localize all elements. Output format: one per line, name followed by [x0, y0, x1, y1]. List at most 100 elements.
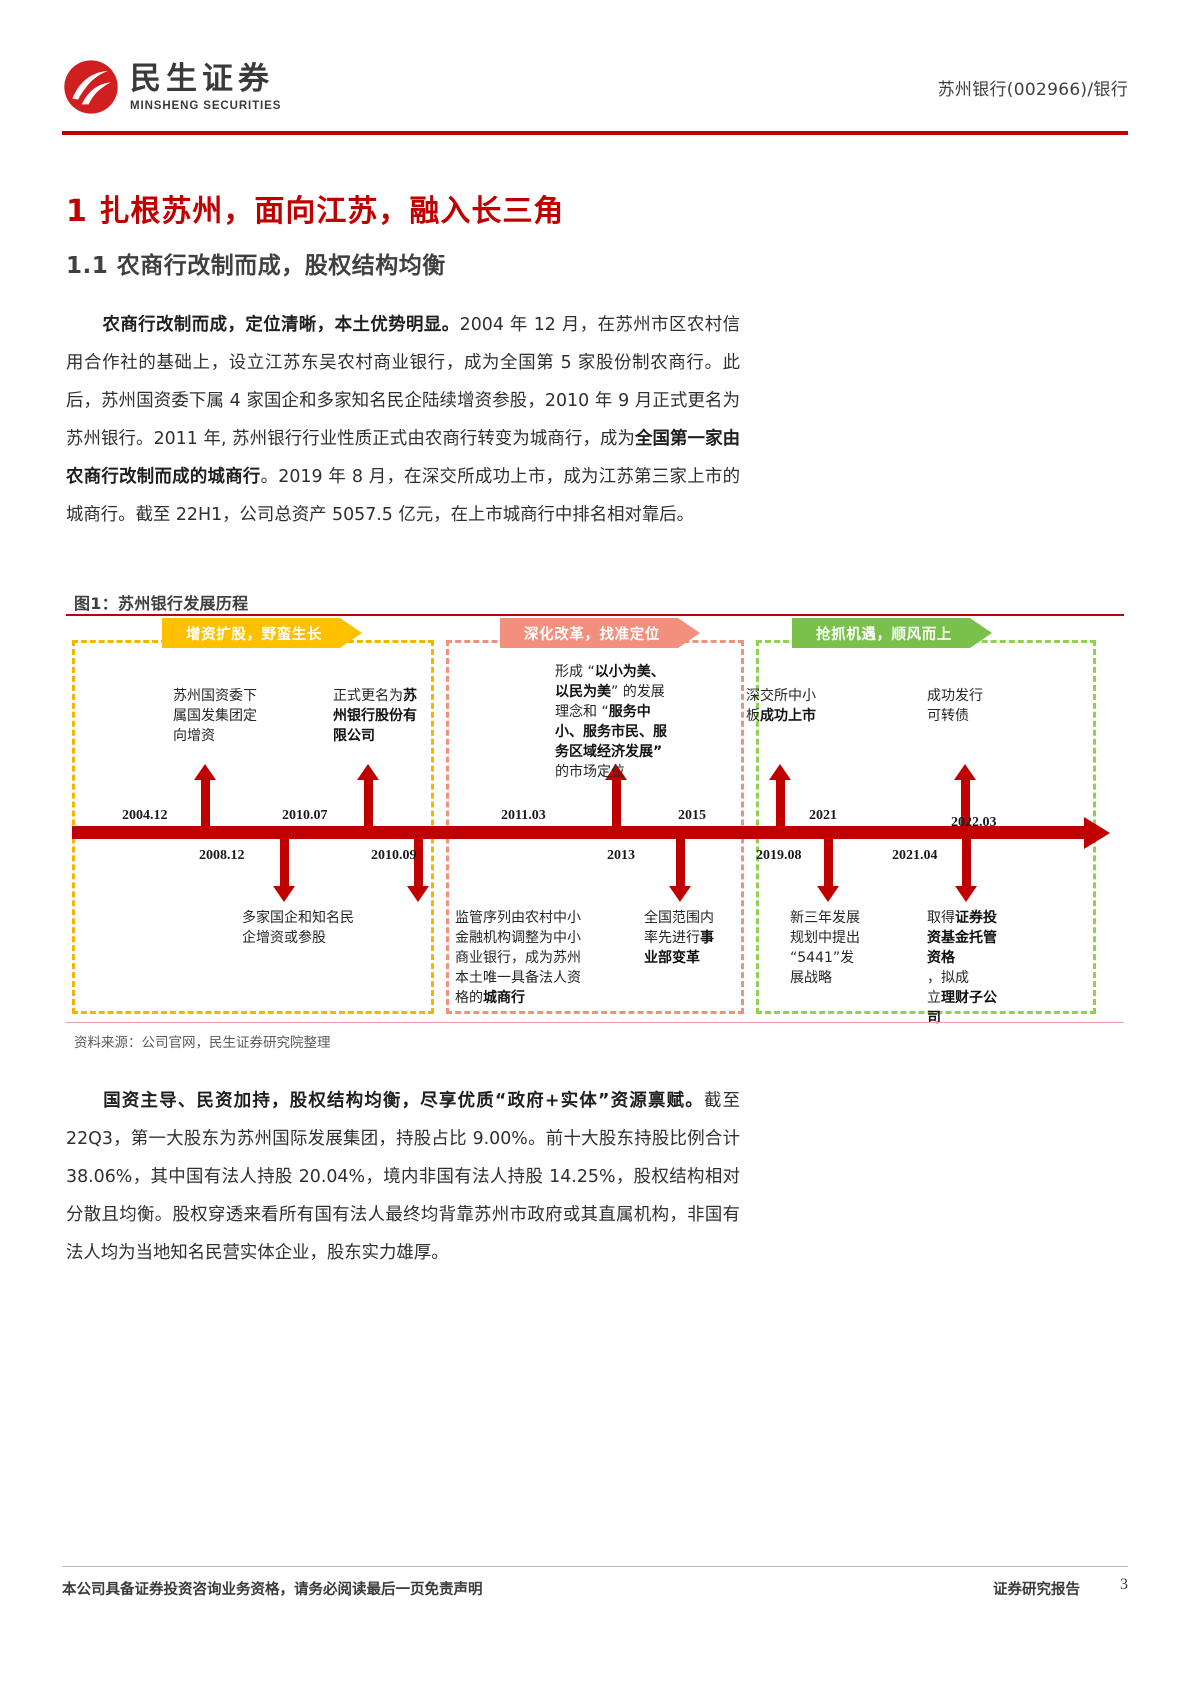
timeline-date-2011-03: 2011.03 [501, 808, 546, 823]
event-text-bold: 以小为美、 [594, 664, 665, 680]
timeline-arrow-up-2015 [605, 764, 627, 829]
timeline-arrow-down-2013 [669, 837, 691, 902]
event-text: 理念和 “ [555, 704, 609, 720]
event-line: 形成 “以小为美、 [555, 662, 679, 682]
timeline-figure: 增资扩股，野蛮生长 深化改革，找准定位 抢抓机遇，顺风而上 2004.12 20… [66, 618, 1124, 1026]
event-line: 金融机构调整为中小 [455, 930, 581, 946]
timeline-event-2008-12: 多家国企和知名民 企增资或参股 [242, 908, 366, 948]
phase-banner-2-label: 深化改革，找准定位 [524, 626, 660, 643]
event-text-bold: 以民为美 [555, 684, 611, 700]
footer-report-type: 证券研究报告 [993, 1582, 1080, 1598]
event-line: 格的城商行 [455, 988, 591, 1008]
event-text-bold: 小、服务市民、服 [555, 724, 667, 740]
event-line: 的市场定位 [555, 764, 625, 780]
event-line: 可转债 [927, 708, 969, 724]
event-line: 企增资或参股 [242, 930, 326, 946]
event-line: 苏州国资委下 [173, 688, 257, 704]
event-text-bold: 限公司 [333, 728, 375, 744]
body-paragraph-1: 农商行改制而成，定位清晰，本土优势明显。2004 年 12 月，在苏州市区农村信… [66, 306, 740, 534]
event-line: 业部变革 [644, 948, 730, 968]
event-text-bold: 服务中 [608, 704, 651, 720]
paragraph-2-body: 截至 22Q3，第一大股东为苏州国际发展集团，持股占比 9.00%。前十大股东持… [66, 1091, 740, 1263]
figure-bottom-rule [66, 1022, 1124, 1024]
timeline-date-2022-03: 2022.03 [951, 815, 997, 830]
timeline-date-2008-12: 2008.12 [199, 848, 245, 863]
event-line: ，拟成 [927, 968, 1011, 988]
section-heading-1-1: 1.1 农商行改制而成，股权结构均衡 [66, 253, 446, 279]
event-text: 率先进行 [644, 930, 700, 946]
event-line: 取得证券投 [927, 908, 1011, 928]
event-text-bold: 业部变革 [644, 950, 700, 966]
event-line: 州银行股份有 [333, 706, 429, 726]
event-text-bold: 理财子公 [941, 990, 997, 1006]
event-line: 立理财子公 [927, 988, 1011, 1008]
timeline-arrow-up-2010-07 [357, 764, 379, 829]
timeline-event-2015: 形成 “以小为美、 以民为美” 的发展 理念和 “服务中 小、服务市民、服 务区… [555, 662, 679, 782]
figure-caption: 图1：苏州银行发展历程 [74, 594, 249, 613]
figure-top-rule [66, 614, 1124, 616]
event-line: 多家国企和知名民 [242, 910, 354, 926]
event-line: 全国范围内 [644, 910, 714, 926]
event-line: 属国发集团定 [173, 708, 257, 724]
body-paragraph-2: 国资主导、民资加持，股权结构均衡，尽享优质“政府+实体”资源禀赋。截至 22Q3… [66, 1082, 740, 1272]
event-line: 资基金托管 [927, 928, 1011, 948]
event-line: 深交所中小 [746, 688, 816, 704]
event-text-bold: 事 [700, 930, 714, 946]
timeline-date-2019-08: 2019.08 [756, 848, 802, 863]
event-line: 板成功上市 [746, 706, 832, 726]
figure-source-note: 资料来源：公司官网，民生证券研究院整理 [74, 1035, 331, 1051]
event-line: 率先进行事 [644, 928, 730, 948]
timeline-event-2019-08-lower: 全国范围内 率先进行事 业部变革 [644, 908, 730, 968]
event-line: 展战略 [790, 970, 832, 986]
timeline-arrow-down-2008-12 [273, 837, 295, 902]
timeline-arrow-up-2022-03 [954, 764, 976, 829]
event-text-bold: 州银行股份有 [333, 708, 417, 724]
event-line: 务区域经济发展” [555, 742, 679, 762]
paragraph-1-body-b: 。2019 年 8 月，在深交所成功上市，成为江苏第三家上市的城商行。截至 22… [66, 467, 740, 525]
event-line: 正式更名为苏 [333, 686, 429, 706]
timeline-arrow-down-2021-04 [955, 837, 977, 902]
timeline-date-2004-12: 2004.12 [122, 808, 168, 823]
event-text-bold: 证券投 [955, 910, 997, 926]
timeline-axis-arrowhead-icon [1084, 817, 1110, 849]
event-text: ，拟成 [927, 970, 969, 986]
timeline-date-2010-09: 2010.09 [371, 848, 417, 863]
timeline-event-2021-04-lower: 新三年发展 规划中提出 “5441”发 展战略 [790, 908, 874, 988]
event-text-bold: 成功上市 [760, 708, 816, 724]
timeline-arrow-up-2021 [769, 764, 791, 829]
paragraph-1-lead: 农商行改制而成，定位清晰，本土优势明显。 [102, 315, 460, 335]
event-line: 资格 [927, 948, 1011, 968]
timeline-event-2010-09-upper: 正式更名为苏 州银行股份有 限公司 [333, 686, 429, 746]
event-text-bold: 苏 [403, 688, 417, 704]
event-line: 以民为美” 的发展 [555, 682, 679, 702]
phase-banner-1-label: 增资扩股，野蛮生长 [186, 626, 322, 643]
timeline-event-2022-03-lower: 取得证券投 资基金托管 资格 ，拟成 立理财子公 司 [927, 908, 1011, 1028]
report-subject-label: 苏州银行(002966)/银行 [937, 79, 1128, 100]
event-line: 小、服务市民、服 [555, 722, 679, 742]
event-text-bold: 司 [927, 1010, 941, 1026]
timeline-event-2013-lower: 监管序列由农村中小 金融机构调整为中小 商业银行，成为苏州 本土唯一具备法人资 … [455, 908, 591, 1008]
brand-name-en: MINSHENG SECURITIES [130, 99, 282, 112]
timeline-axis [72, 826, 1086, 839]
event-line: “5441”发 [790, 950, 855, 966]
event-text: 形成 “ [555, 664, 595, 680]
event-line: 新三年发展 [790, 910, 860, 926]
brand-logo-text: 民生证券 MINSHENG SECURITIES [130, 62, 281, 111]
phase-banner-3-label: 抢抓机遇，顺风而上 [816, 626, 952, 643]
event-line: 商业银行，成为苏州 [455, 950, 581, 966]
phase-banner-3: 抢抓机遇，顺风而上 [792, 618, 992, 648]
event-line: 监管序列由农村中小 [455, 910, 581, 926]
event-line: 成功发行 [927, 688, 983, 704]
event-line: 规划中提出 [790, 930, 860, 946]
timeline-date-2021: 2021 [809, 808, 837, 823]
event-text: 格的 [455, 990, 483, 1006]
event-line: 司 [927, 1008, 1011, 1028]
timeline-event-2010-07: 苏州国资委下 属国发集团定 向增资 [173, 686, 265, 746]
minsheng-logo-icon [64, 60, 118, 114]
brand-name-cn: 民生证券 [130, 61, 274, 98]
timeline-date-2010-07: 2010.07 [282, 808, 328, 823]
footer-divider [62, 1566, 1128, 1568]
timeline-event-2019-08-upper: 深交所中小 板成功上市 [746, 686, 832, 726]
timeline-event-2022-03-upper: 成功发行 可转债 [927, 686, 1007, 726]
paragraph-1-body-a: 2004 年 12 月，在苏州市区农村信用合作社的基础上，设立江苏东吴农村商业银… [66, 315, 740, 449]
